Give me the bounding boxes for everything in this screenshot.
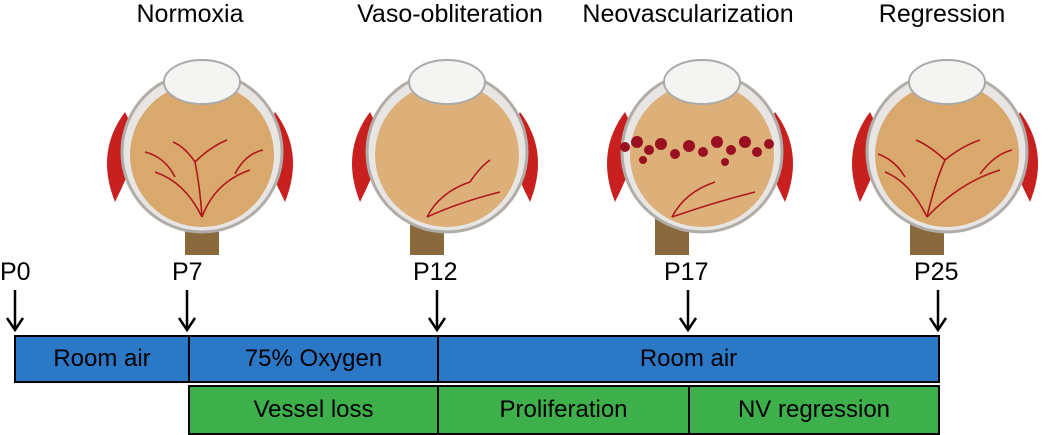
timepoint-label-p25: P25	[914, 258, 959, 286]
eye-graphic	[107, 59, 293, 255]
down-arrow-icon	[427, 290, 447, 332]
stage-title-regression: Regression	[878, 0, 1006, 28]
timepoint-label-p7: P7	[172, 258, 203, 286]
nv-regression-bar: NV regression	[688, 385, 940, 435]
timepoint-label-p0: P0	[0, 258, 31, 286]
eye-graphic	[607, 59, 793, 255]
room-air-bar-2: Room air	[437, 335, 940, 383]
oxygen-75-bar: 75% Oxygen	[188, 335, 439, 383]
proliferation-bar: Proliferation	[437, 385, 690, 435]
room-air-bar-1: Room air	[14, 335, 190, 383]
regression-eye-illustration	[852, 59, 1038, 255]
normal-eye-illustration	[107, 59, 293, 255]
timepoint-label-p17: P17	[664, 258, 709, 286]
stage-title-vaso-obliteration: Vaso-obliteration	[357, 0, 543, 28]
down-arrow-icon	[177, 290, 197, 332]
down-arrow-icon	[5, 290, 25, 332]
eye-graphic	[352, 59, 538, 255]
down-arrow-icon	[678, 290, 698, 332]
down-arrow-icon	[928, 290, 948, 332]
stage-title-normoxia: Normoxia	[136, 0, 244, 28]
neovascularization-eye-illustration	[607, 59, 793, 255]
vessel-loss-bar: Vessel loss	[188, 385, 439, 435]
stage-title-neovascularization: Neovascularization	[582, 0, 794, 28]
timepoint-label-p12: P12	[413, 258, 458, 286]
vaso-obliteration-eye-illustration	[352, 59, 538, 255]
eye-graphic	[852, 59, 1038, 255]
